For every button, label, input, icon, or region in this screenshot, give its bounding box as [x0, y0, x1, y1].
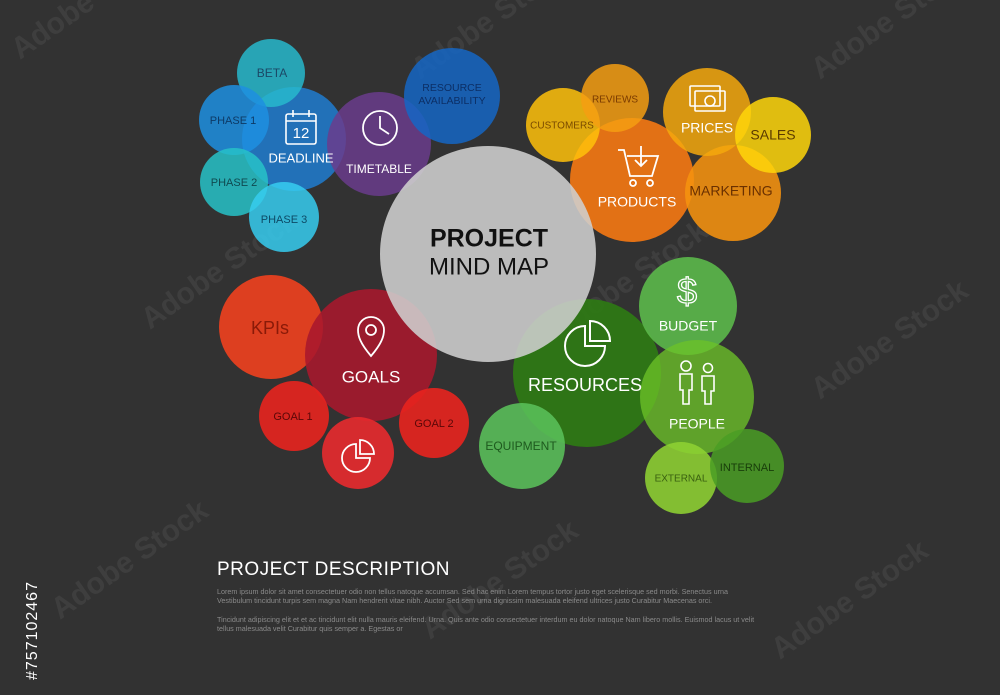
svg-text:$: $	[677, 271, 697, 312]
internal-circle	[710, 429, 784, 503]
watermark-text: Adobe Stock	[5, 0, 174, 66]
customers-label: CUSTOMERS	[530, 121, 594, 132]
goal2-circle	[399, 388, 469, 458]
phase2-circle	[200, 148, 268, 216]
people-circle	[640, 340, 754, 454]
calendar-day-number: 12	[293, 125, 310, 142]
dollar-icon: $	[676, 270, 697, 312]
prices-circle	[663, 68, 751, 156]
people-label: PEOPLE	[669, 416, 725, 432]
goals-label: GOALS	[342, 367, 401, 386]
phase3-circle	[249, 182, 319, 252]
phase1-circle	[199, 85, 269, 155]
center-title: PROJECT	[430, 225, 548, 253]
money-icon	[689, 85, 726, 112]
marketing-label: MARKETING	[689, 183, 772, 199]
center-circle	[380, 146, 596, 362]
clock-icon	[362, 110, 398, 146]
watermark-text: Adobe Stock	[805, 0, 974, 86]
reviews-label: REVIEWS	[592, 95, 638, 106]
external-circle	[645, 442, 717, 514]
beta-circle	[237, 39, 305, 107]
budget-label: BUDGET	[659, 318, 718, 334]
phase2-label: PHASE 2	[211, 177, 257, 189]
goal1-circle	[259, 381, 329, 451]
internal-label: INTERNAL	[720, 462, 774, 474]
center-subtitle: MIND MAP	[429, 253, 549, 280]
people-icon	[679, 360, 715, 405]
prices-label: PRICES	[681, 120, 733, 136]
kpis-label: KPIs	[251, 318, 289, 338]
watermark-text: Adobe Stock	[805, 273, 974, 405]
equipment-circle	[479, 403, 565, 489]
description-title: PROJECT DESCRIPTION	[217, 559, 450, 580]
equipment-label: EQUIPMENT	[485, 439, 557, 453]
node-labels: BETA PHASE 1 DEADLINE PHASE 2 PHASE 3 TI…	[210, 66, 796, 484]
external-label: EXTERNAL	[655, 474, 708, 485]
sales-circle	[735, 97, 811, 173]
shopping-cart-icon	[618, 146, 660, 187]
sales-label: SALES	[750, 127, 795, 143]
phase3-label: PHASE 3	[261, 214, 307, 226]
kpis-circle	[219, 275, 323, 379]
pie-chart-icon	[341, 439, 375, 473]
reviews-circle	[581, 64, 649, 132]
products-label: PRODUCTS	[598, 194, 677, 210]
resource-availability-label-line2: AVAILABILITY	[418, 95, 485, 107]
budget-circle	[639, 257, 737, 355]
timetable-circle	[327, 92, 431, 196]
resources-label: RESOURCES	[528, 375, 642, 395]
resource-availability-label-line1: RESOURCE	[422, 82, 482, 94]
customers-circle	[526, 88, 600, 162]
stock-id-label: #757102467	[8, 455, 48, 690]
stock-id-text: #757102467	[24, 581, 41, 680]
description-paragraph-2: Tincidunt adipiscing elit et et ac tinci…	[217, 615, 755, 633]
goal2-label: GOAL 2	[414, 418, 453, 430]
calendar-icon	[285, 110, 317, 145]
goal-chart-circle	[322, 417, 394, 489]
cluster-deadline	[199, 39, 500, 252]
timetable-label: TIMETABLE	[346, 162, 412, 176]
deadline-label: DEADLINE	[268, 150, 333, 165]
description-paragraph-1: Lorem ipsum dolor sit amet consectetuer …	[217, 587, 728, 605]
goal1-label: GOAL 1	[273, 411, 312, 423]
location-pin-icon	[357, 316, 385, 358]
resource-availability-circle	[404, 48, 500, 144]
watermark-text: Adobe Stock	[45, 493, 214, 625]
pie-chart-icon	[564, 319, 612, 367]
beta-label: BETA	[257, 66, 287, 80]
watermark-text: Adobe Stock	[765, 533, 934, 665]
phase1-label: PHASE 1	[210, 115, 256, 127]
